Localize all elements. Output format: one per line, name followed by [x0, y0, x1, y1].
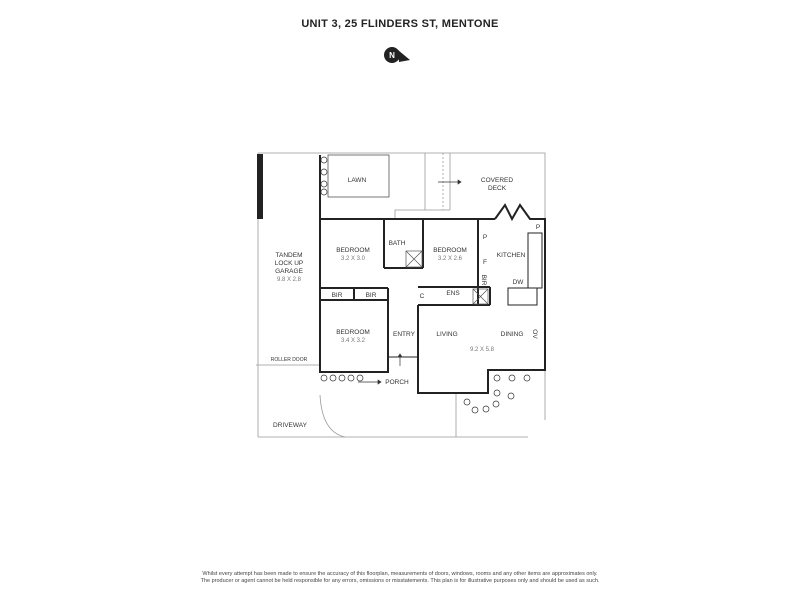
lawn-area — [327, 154, 390, 198]
walls — [257, 154, 546, 394]
garage-label-3: GARAGE — [275, 268, 303, 275]
pantry-label: P — [483, 234, 487, 241]
bir1-label: BIR — [332, 292, 343, 299]
living-label: LIVING — [436, 331, 457, 338]
bedroom2-dimensions: 3.2 X 2.6 — [438, 256, 463, 262]
bedroom2-label: BEDROOM — [433, 247, 467, 254]
bedroom3-label: BEDROOM — [336, 329, 370, 336]
arrow-icons — [358, 179, 462, 385]
garage-label: TANDEM — [276, 252, 303, 259]
fridge-label: F — [483, 259, 487, 266]
garden-shrubs — [320, 156, 531, 414]
covered-deck-label: COVERED — [481, 177, 513, 184]
dishwasher-label: DW — [513, 279, 525, 286]
ens-label: ENS — [446, 290, 460, 297]
covered-deck-label-2: DECK — [488, 185, 507, 192]
garage-label-2: LOCK UP — [275, 260, 304, 267]
living-dimensions: 9.2 X 5.8 — [470, 347, 495, 353]
disclaimer-line-1: Whilst every attempt has been made to en… — [202, 571, 598, 577]
pantry2-label: P — [536, 224, 540, 231]
bedroom3-dimensions: 3.4 X 3.2 — [341, 338, 366, 344]
bedroom1-dimensions: 3.2 X 3.0 — [341, 256, 366, 262]
cupboard-label: C — [420, 293, 425, 300]
porch-label: PORCH — [385, 379, 409, 386]
lawn-label: LAWN — [348, 177, 367, 184]
roller-door-label: ROLLER DOOR — [271, 357, 308, 363]
ens-shower-icon — [472, 288, 489, 305]
driveway-label: DRIVEWAY — [273, 422, 308, 429]
bedroom1-label: BEDROOM — [336, 247, 370, 254]
bath-label: BATH — [389, 240, 406, 247]
entry-label: ENTRY — [393, 331, 416, 338]
disclaimer-line-2: The producer or agent cannot be held res… — [200, 578, 600, 584]
svg-text:N: N — [389, 51, 395, 60]
bir2-label: BIR — [366, 292, 377, 299]
shower-icon — [405, 250, 423, 268]
dining-label: DINING — [501, 331, 524, 338]
bir3-label: BIR — [480, 275, 487, 286]
page-title: UNIT 3, 25 FLINDERS ST, MENTONE — [301, 18, 499, 30]
garage-dimensions: 9.8 X 2.8 — [277, 277, 302, 283]
oven-label: OV — [531, 329, 538, 339]
site-boundary — [256, 152, 546, 438]
north-arrow-icon: N — [384, 47, 410, 63]
kitchen-label: KITCHEN — [497, 252, 526, 259]
disclaimer: Whilst every attempt has been made to en… — [0, 571, 800, 585]
